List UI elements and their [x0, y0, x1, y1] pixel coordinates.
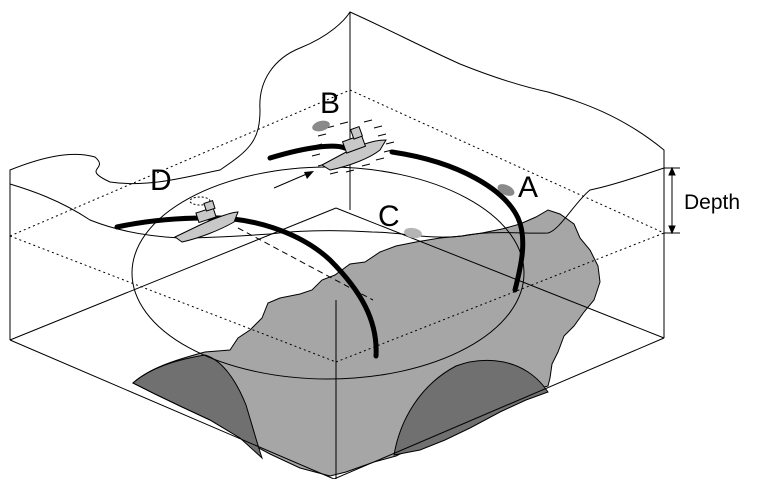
label-b: B: [320, 87, 340, 120]
fish-school-b-icon: [312, 120, 330, 132]
water-surface: [9, 11, 665, 239]
movement-arrow: [273, 171, 314, 189]
depth-dimension: [664, 166, 680, 235]
seabed-shadow-left: [132, 354, 264, 460]
seabed-rock: [132, 209, 601, 477]
seabed: [132, 209, 601, 477]
ship-d-icon: [174, 196, 239, 243]
label-c: C: [378, 200, 400, 233]
beam-arc-upper-right: [389, 149, 526, 293]
beam-arc-upper-left: [267, 143, 348, 161]
fish-school-c-icon: [404, 227, 422, 239]
ship-track-dashed: [237, 227, 374, 301]
sonar-beam-arcs: [114, 143, 526, 359]
seabed-shadow-right: [393, 359, 549, 456]
label-depth: Depth: [684, 191, 740, 214]
label-d: D: [150, 164, 172, 197]
fish-school-markers: [312, 120, 515, 239]
label-a: A: [518, 171, 538, 204]
beam-arc-left: [114, 215, 379, 359]
ship-main-icon: [311, 119, 395, 175]
fish-school-a-icon: [497, 184, 515, 196]
depth-plane: [9, 89, 665, 363]
